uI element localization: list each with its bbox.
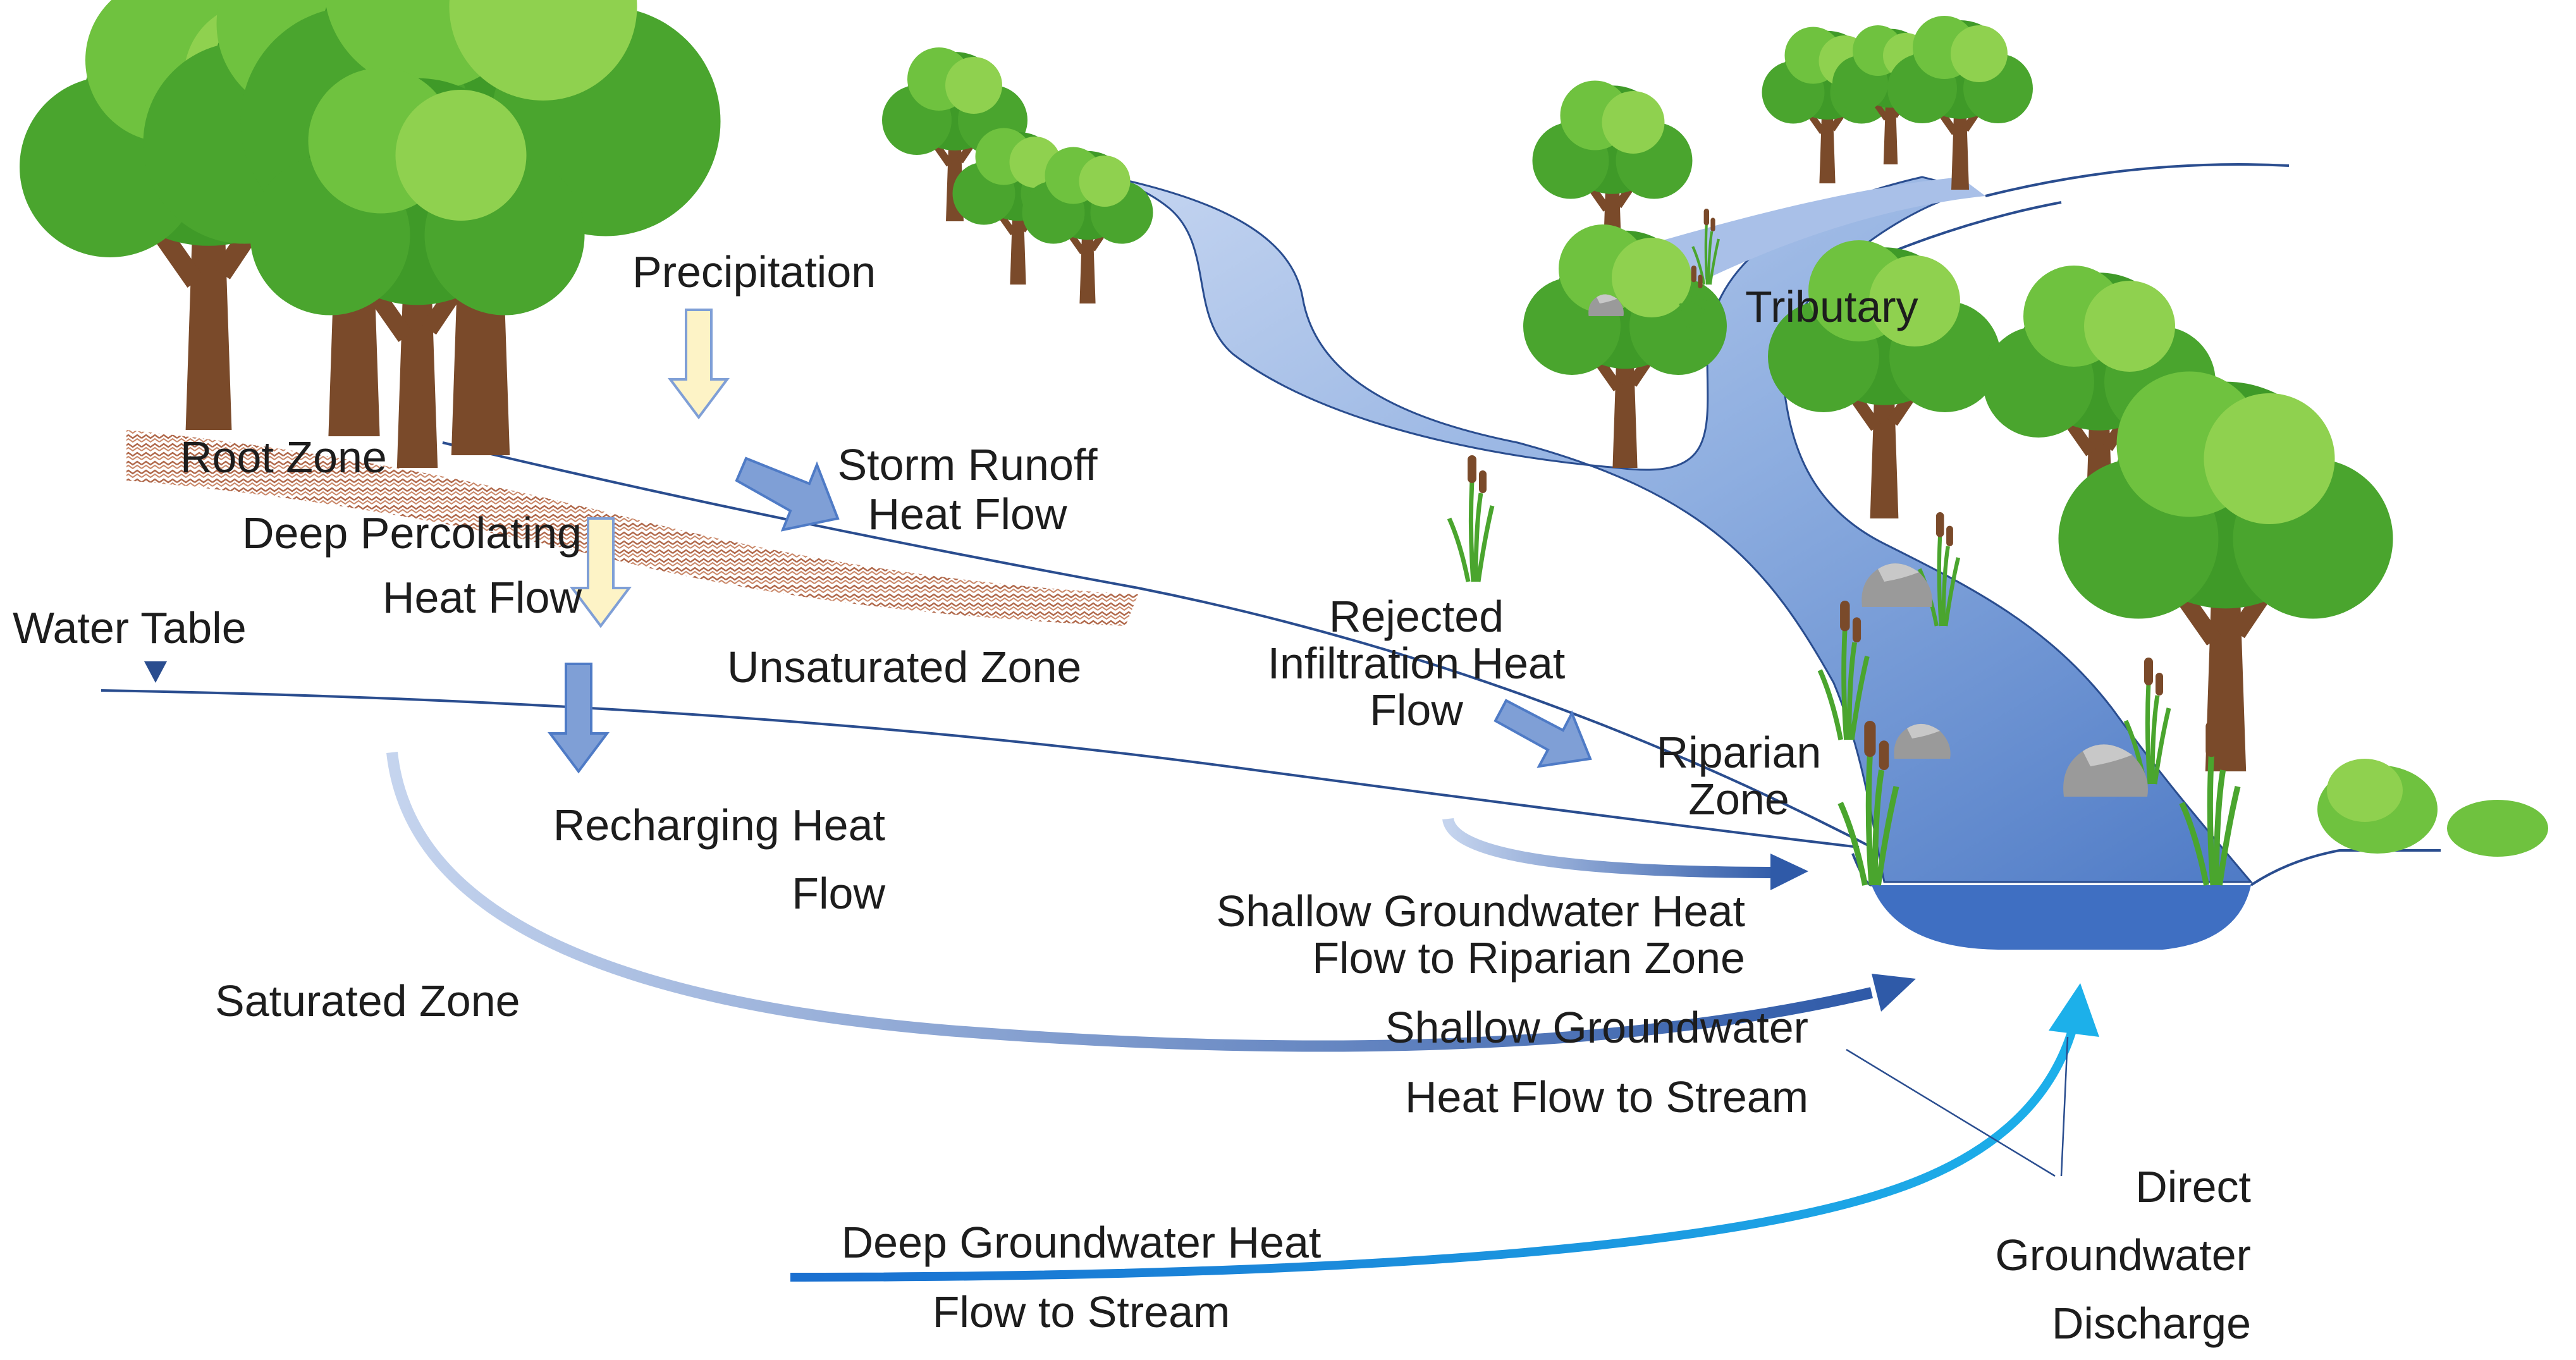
recharging-arrow — [548, 663, 610, 774]
label-saturated-zone: Saturated Zone — [215, 976, 520, 1026]
forest-trees-left — [20, 0, 721, 468]
shallow-gw-riparian-arrow — [1442, 818, 1784, 878]
storm-runoff-arrow — [735, 456, 840, 532]
root-zone-soil-band — [126, 430, 1138, 626]
label-precipitation: Precipitation — [632, 247, 876, 297]
shallow-gw-riparian-arrowhead — [1770, 854, 1808, 890]
deep-gw-stream-arrow — [790, 1023, 2078, 1282]
shrubs-right — [2317, 759, 2548, 857]
precipitation-arrow — [668, 309, 730, 420]
label-water-table: Water Table — [13, 603, 247, 652]
river-channel — [1043, 163, 2254, 883]
trees-upper-river — [882, 47, 1153, 303]
label-tributary: Tributary — [1745, 282, 1918, 331]
deep-gw-stream-arrowhead — [2049, 983, 2099, 1037]
water-table-line — [101, 689, 1860, 848]
deep-percolating-arrow — [570, 517, 632, 628]
label-unsaturated-zone: Unsaturated Zone — [727, 642, 1082, 692]
label-root-zone: Root Zone — [180, 432, 387, 482]
ground-surface-line — [442, 441, 1872, 848]
stream-pool — [1872, 885, 2251, 950]
shallow-gw-stream-arrow — [386, 752, 1874, 1052]
direct-discharge-callout-lines — [1846, 1036, 2069, 1177]
water-table-marker-icon — [144, 661, 167, 683]
shallow-gw-stream-arrowhead — [1872, 974, 1916, 1012]
rejected-infiltration-arrow — [1493, 699, 1592, 768]
tributary-bank-line — [1985, 163, 2290, 197]
